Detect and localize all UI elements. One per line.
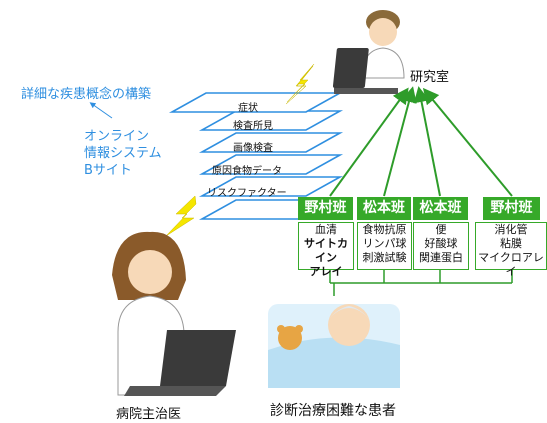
group-box-0: 血清 サイトカイン アレイ — [298, 222, 354, 278]
researcher-illustration — [332, 10, 405, 94]
group-0-item-1: サイトカイン — [304, 237, 348, 264]
group-box-1: 食物抗原 リンパ球 刺激試験 — [357, 222, 412, 270]
online-line-2: 情報システム — [84, 146, 162, 161]
group-3-item-2: マイクロアレイ — [478, 251, 544, 278]
group-box-2: 便 好酸球 関連蛋白 — [413, 222, 469, 270]
layer-label-1: 検査所見 — [233, 121, 273, 132]
patient-illustration — [268, 304, 400, 388]
group-3-item-0: 消化管 — [494, 223, 528, 236]
doctor-illustration — [112, 231, 236, 396]
group-0-item-2: アレイ — [309, 265, 343, 278]
doctor-label: 病院主治医 — [116, 407, 182, 422]
layer-shape-3 — [198, 154, 344, 175]
online-system-text: オンライン 情報システム Bサイト — [84, 128, 162, 179]
group-box-3: 消化管 粘膜 マイクロアレイ — [475, 222, 547, 278]
green-arrows — [329, 86, 513, 197]
patient-bracket — [329, 270, 513, 296]
group-1-item-1: リンパ球 — [362, 237, 407, 250]
group-3-item-1: 粘膜 — [500, 237, 522, 250]
layer-label-3: 原因食物データ — [212, 166, 282, 177]
group-head-2: 松本班 — [413, 197, 468, 220]
group-head-3: 野村班 — [483, 197, 540, 220]
patient-label: 診断治療困難な患者 — [270, 403, 396, 419]
concept-arrow — [89, 102, 113, 119]
layer-label-4: リスクファクター — [207, 188, 287, 199]
group-2-item-1: 好酸球 — [424, 237, 458, 250]
group-1-item-0: 食物抗原 — [362, 223, 407, 236]
layer-shape-2 — [198, 132, 344, 153]
group-2-item-2: 関連蛋白 — [419, 251, 463, 264]
lab-label: 研究室 — [410, 70, 450, 85]
lightning-bottom-icon — [165, 195, 197, 237]
group-head-0: 野村班 — [298, 197, 353, 220]
group-head-1: 松本班 — [357, 197, 411, 220]
lightning-top-icon — [285, 65, 314, 105]
online-line-1: オンライン — [84, 129, 150, 144]
layer-label-0: 症状 — [238, 103, 258, 114]
layer-label-2: 画像検査 — [233, 143, 273, 154]
layer-shape-4 — [198, 176, 344, 197]
group-2-item-0: 便 — [435, 223, 447, 236]
layer-shape-1 — [198, 110, 344, 131]
group-0-item-0: 血清 — [315, 223, 337, 236]
lightning-bolts — [165, 63, 315, 237]
group-1-item-2: 刺激試験 — [362, 251, 407, 264]
concept-text: 詳細な疾患概念の構築 — [21, 87, 152, 102]
online-line-3: Bサイト — [84, 163, 132, 178]
info-layers — [168, 92, 344, 220]
